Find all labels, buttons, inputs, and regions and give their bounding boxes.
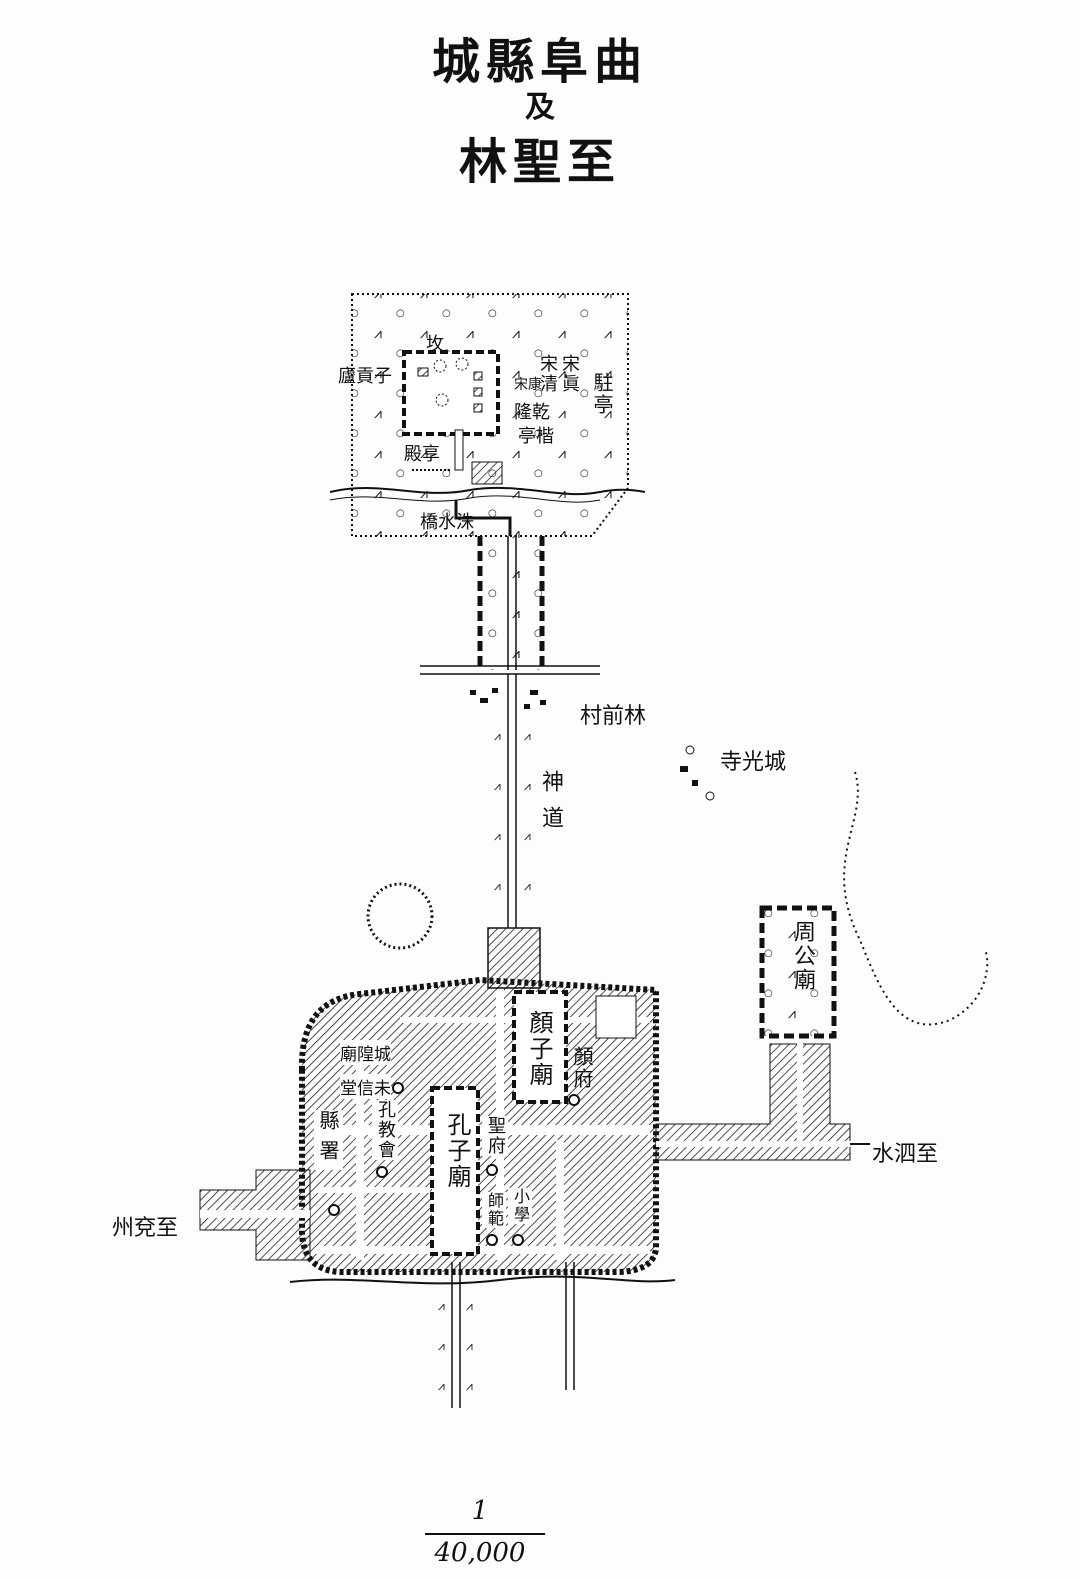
svg-text:⩘: ⩘ <box>466 1379 473 1393</box>
svg-text:⩘: ⩘ <box>524 779 531 793</box>
label-xiao-xue: 小學 <box>508 1188 532 1224</box>
scale-denominator: 40,000 <box>434 1538 526 1568</box>
zhou-gong-temple-enclosure <box>759 905 837 1039</box>
label-shi-fan: 師範 <box>482 1192 506 1228</box>
svg-text:⩘: ⩘ <box>466 1299 473 1313</box>
label-song-qing: 宋清 <box>537 354 558 394</box>
label-wei-xin-tang: 堂信未 <box>340 1074 391 1099</box>
kong-lin-cemetery <box>329 293 646 537</box>
label-to-sishui: 水泗至 <box>872 1142 939 1167</box>
spirit-way-corridor: ⩘ ⩘ ⩘ ⩘ ⩘ ⩘ ⩘ ⩘ <box>420 536 600 928</box>
label-yan-zi-miao: 顏子廟 <box>525 1010 553 1088</box>
label-sheng-fu: 聖府 <box>482 1116 508 1156</box>
label-xiang-dian: 殿享 <box>404 444 440 465</box>
label-kai-ting: 亭楷 <box>518 426 554 447</box>
svg-text:⩘: ⩘ <box>494 779 501 793</box>
svg-text:⩘: ⩘ <box>494 829 501 843</box>
label-zhushui-bridge: 橋水洙 <box>420 512 474 533</box>
label-kong-jiao-hui: 孔教會 <box>372 1100 398 1160</box>
circular-grove <box>366 882 434 950</box>
label-cheng-guang-si: 寺光城 <box>720 750 787 775</box>
svg-text:⩘: ⩘ <box>494 879 501 893</box>
label-song-zhenzong: 宋眞 <box>559 354 580 394</box>
village-blocks <box>470 688 715 801</box>
label-lin-qian-cun: 村前林 <box>580 704 647 729</box>
label-zigong-lu: 廬貢子 <box>338 366 392 387</box>
label-shen-dao: 神道 <box>538 770 563 842</box>
svg-text:⩘: ⩘ <box>438 1339 445 1353</box>
svg-text:⩘: ⩘ <box>524 829 531 843</box>
label-kong-lin-gate: 坆 <box>426 334 444 355</box>
label-to-yanzhou: 州兗至 <box>112 1216 179 1241</box>
svg-text:⩘: ⩘ <box>438 1299 445 1313</box>
label-xian-shu: 縣署 <box>314 1110 343 1170</box>
label-cheng-huang-miao: 廟隍城 <box>340 1040 391 1065</box>
map-title-line-1: 城縣阜曲 <box>431 34 648 90</box>
scale-numerator: 1 <box>471 1496 489 1526</box>
svg-text:⩘: ⩘ <box>438 1379 445 1393</box>
svg-text:⩘: ⩘ <box>524 729 531 743</box>
label-zhou-gong-miao: 周公廟 <box>790 920 815 992</box>
map-title-line-2: 及 <box>525 90 555 125</box>
label-kong-zi-miao: 孔子廟 <box>443 1112 471 1190</box>
svg-text:⩘: ⩘ <box>494 729 501 743</box>
label-yan-fu: 顏府 <box>570 1046 594 1090</box>
svg-text:⩘: ⩘ <box>466 1339 473 1353</box>
river-arc <box>843 771 989 1026</box>
svg-text:⩘: ⩘ <box>524 879 531 893</box>
label-qing-qianlong: 隆乾 <box>514 402 550 423</box>
map-title-line-3: 林聖至 <box>458 134 621 190</box>
label-zhu-ting: 駐亭 <box>590 372 614 416</box>
label-qing-kangxi: 宋康 <box>514 377 542 393</box>
